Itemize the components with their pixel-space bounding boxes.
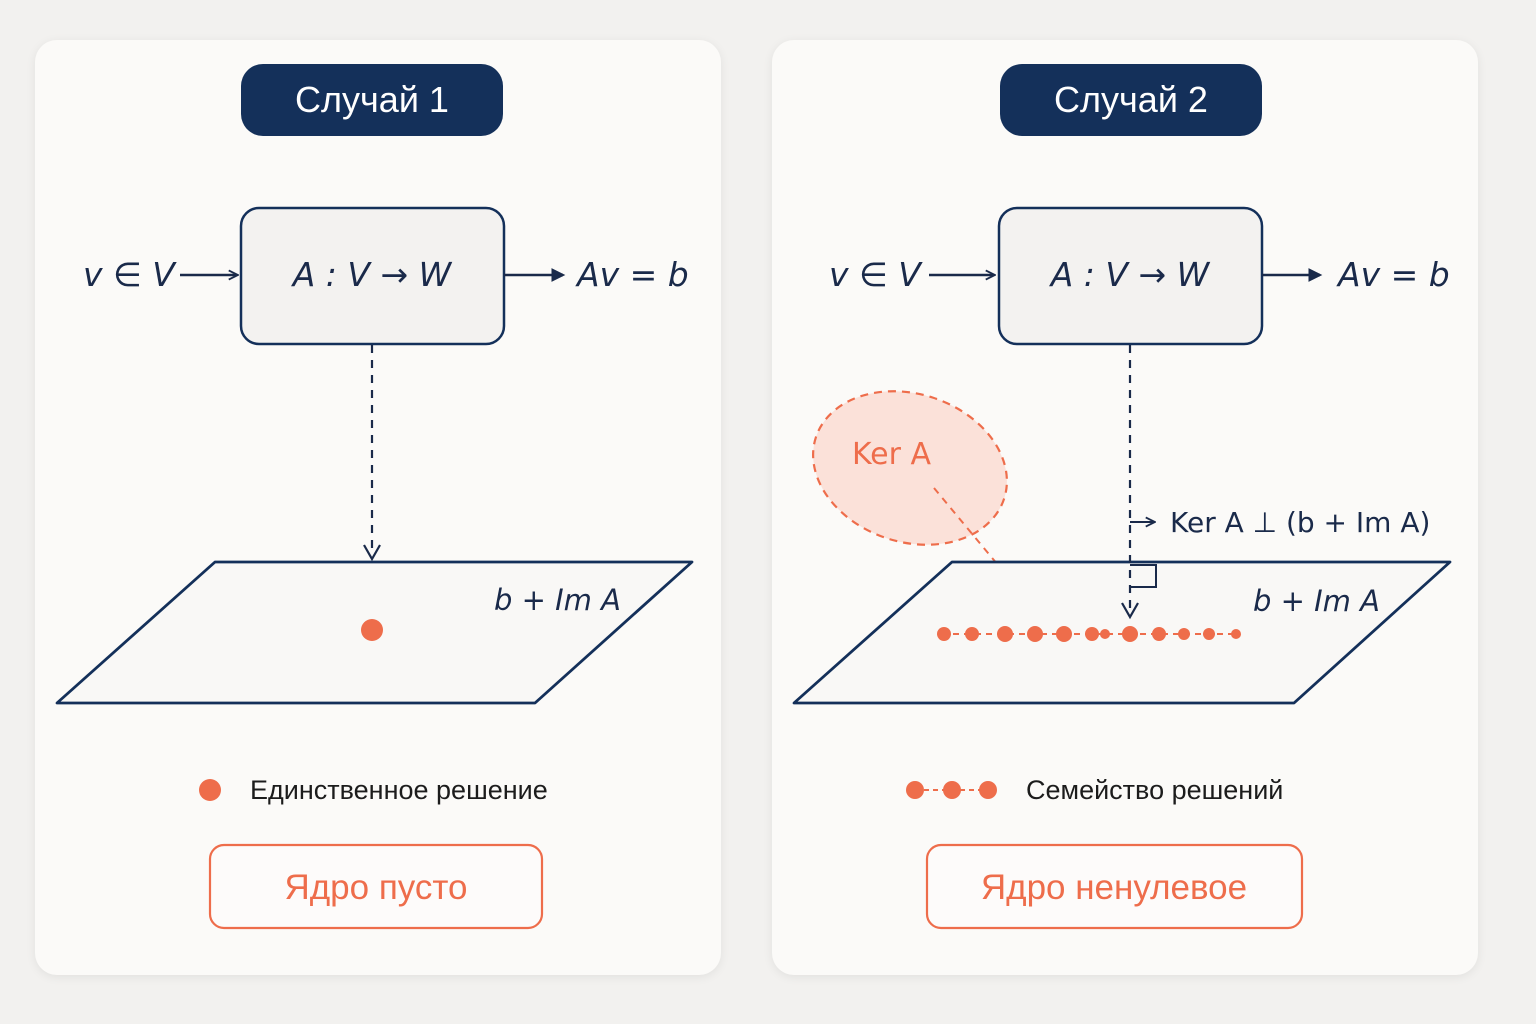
- case-2-diagram: Случай 2 v ∈ V A : V → W Av = b Ker A b …: [792, 64, 1452, 930]
- case-1-legend-text: Единственное решение: [250, 775, 548, 805]
- solution-point: [1100, 629, 1110, 639]
- case-1-panel: Случай 1 v ∈ V A : V → W Av = b b + Im A…: [35, 40, 721, 975]
- case-2-dashed-arrowhead: [1121, 602, 1139, 620]
- case-2-operator-box: A : V → W: [997, 206, 1264, 346]
- case-1-operator-label: A : V → W: [291, 255, 453, 294]
- case-2-legend-marker: [906, 781, 997, 799]
- case-2-panel: Случай 2 v ∈ V A : V → W Av = b Ker A b …: [772, 40, 1478, 975]
- case-1-title: Случай 1: [295, 79, 449, 120]
- solution-point: [965, 627, 979, 641]
- unique-solution-point: [361, 619, 383, 641]
- solution-point: [997, 626, 1013, 642]
- solution-point: [1027, 626, 1043, 642]
- orthogonality-label: Ker A ⊥ (b + Im A): [1170, 506, 1430, 539]
- case-2-input-label: v ∈ V: [829, 255, 923, 294]
- case-1-dashed-arrowhead: [363, 544, 381, 562]
- right-angle-marker: [1130, 564, 1157, 588]
- solution-point: [1085, 627, 1099, 641]
- case-1-badge-text: Ядро пусто: [284, 868, 467, 907]
- case-2-plane: [792, 560, 1452, 705]
- kernel-region: [812, 390, 1008, 546]
- case-2-legend-text: Семейство решений: [1026, 775, 1283, 805]
- case-2-title: Случай 2: [1054, 79, 1208, 120]
- solution-point: [937, 627, 951, 641]
- solution-point: [1122, 626, 1138, 642]
- case-2-badge: Ядро ненулевое: [925, 843, 1304, 930]
- solution-point: [1203, 628, 1215, 640]
- solution-point: [1178, 628, 1190, 640]
- case-1-operator-box: A : V → W: [239, 206, 506, 346]
- case-1-plane-label: b + Im A: [494, 583, 621, 617]
- case-1-output-label: Av = b: [575, 255, 689, 294]
- case-1-input-label: v ∈ V: [83, 255, 177, 294]
- kernel-label: Ker A: [852, 437, 932, 472]
- case-2-output-label: Av = b: [1336, 255, 1450, 294]
- case-1-diagram: Случай 1 v ∈ V A : V → W Av = b b + Im A…: [55, 64, 694, 930]
- solution-family-line: [937, 626, 1241, 642]
- case-1-badge: Ядро пусто: [208, 843, 544, 930]
- case-2-title-pill: Случай 2: [1000, 64, 1262, 136]
- case-2-plane-label: b + Im A: [1253, 584, 1380, 618]
- case-2-badge-text: Ядро ненулевое: [981, 868, 1247, 907]
- case-1-legend-marker: [199, 779, 221, 801]
- case-1-title-pill: Случай 1: [241, 64, 503, 136]
- case-2-operator-label: A : V → W: [1049, 255, 1211, 294]
- solution-point: [1152, 627, 1166, 641]
- solution-point: [1056, 626, 1072, 642]
- solution-point: [1231, 629, 1241, 639]
